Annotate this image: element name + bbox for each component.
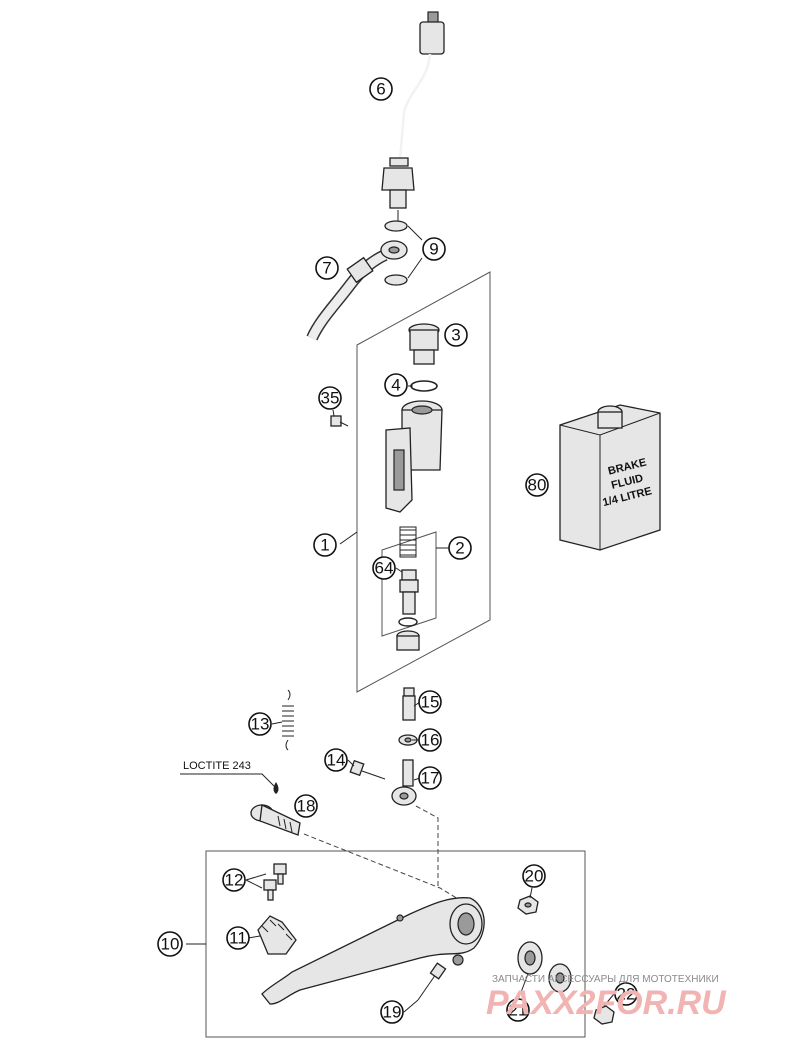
loctite-label: LOCTITE 243 [183,760,251,772]
brake-hose-part [306,240,408,341]
svg-text:2: 2 [455,539,464,558]
callout-3: 3 [444,323,468,347]
watermark-brand: РАХХ2FOR.RU [486,984,727,1022]
callout-4: 4 [384,373,408,397]
bolt-35-part [330,415,349,427]
washer-22-part [548,963,572,993]
svg-text:22: 22 [617,985,636,1004]
reservoir-cap-part [408,323,440,365]
svg-text:20: 20 [525,867,544,886]
callout-14: 14 [324,748,348,772]
nut-22-part [593,1005,615,1025]
svg-text:17: 17 [421,769,440,788]
callout-20: 20 [522,864,546,888]
nut-16-part [398,734,418,746]
callout-12: 12 [222,868,246,892]
clevis-part [391,759,417,806]
callout-21: 21 [506,998,530,1022]
svg-text:15: 15 [421,693,440,712]
callout-18: 18 [294,794,318,818]
bolts-12-part [263,863,287,901]
brake-pedal-part [261,897,485,1005]
piston-seal-part [398,617,418,627]
piston-part [399,569,419,615]
nut-20-part [517,895,539,915]
copper-washer-lower [384,274,408,286]
svg-text:14: 14 [327,751,346,770]
svg-text:64: 64 [375,559,394,578]
svg-text:35: 35 [321,389,340,408]
push-rod-part [402,687,416,721]
svg-text:4: 4 [391,376,400,395]
svg-text:6: 6 [376,80,385,99]
svg-text:11: 11 [229,929,247,948]
leader-lines [186,385,615,1013]
svg-text:9: 9 [429,240,438,259]
bearing-part [517,941,543,975]
assembly-line-pivot [303,833,469,906]
callout-7: 7 [315,256,339,280]
svg-text:13: 13 [251,715,270,734]
piston-spring-part [399,526,417,558]
bolt-14-part [349,759,386,780]
svg-text:3: 3 [451,326,460,345]
callout-10: 10 [157,931,183,957]
watermark-tagline: ЗАПЧАСТИ АКСЕССУАРЫ ДЛЯ МОТОТЕХНИКИ [492,974,719,985]
callout-2: 2 [448,536,472,560]
return-spring-part [282,689,294,751]
callout-35: 35 [318,386,342,410]
svg-text:12: 12 [225,871,244,890]
o-ring-part [410,380,438,392]
pivot-bolt-part [250,804,301,836]
push-rod-boot-part [396,630,420,651]
callout-16: 16 [418,728,442,752]
svg-text:1: 1 [320,536,329,555]
svg-text:80: 80 [528,476,547,495]
callout-1: 1 [313,533,337,557]
callout-80: 80 [525,473,549,497]
brake-light-switch-part [381,11,445,209]
svg-text:18: 18 [297,797,316,816]
brake-fluid-can: BRAKE FLUID 1/4 LITRE [559,404,661,551]
svg-text:21: 21 [509,1001,528,1020]
callout-22: 22 [614,982,638,1006]
svg-text:19: 19 [383,1003,402,1022]
callout-6: 6 [369,77,393,101]
bolt-19-part [417,962,447,1001]
callout-64: 64 [372,556,396,580]
svg-text:16: 16 [421,731,440,750]
svg-text:10: 10 [161,935,180,954]
callout-15: 15 [418,690,442,714]
master-cylinder-body-part [385,400,443,513]
svg-text:7: 7 [322,259,331,278]
callout-11: 11 [226,926,250,950]
callout-19: 19 [380,1000,404,1024]
copper-washer-upper [384,220,408,232]
callout-9: 9 [422,237,446,261]
loctite-drop-icon [273,782,279,794]
callout-13: 13 [248,712,272,736]
master-cylinder-frame [356,271,491,693]
callout-17: 17 [418,766,442,790]
pedal-step-part [257,915,297,955]
assembly-line-clevis [415,805,439,888]
piston-kit-frame [381,531,437,637]
